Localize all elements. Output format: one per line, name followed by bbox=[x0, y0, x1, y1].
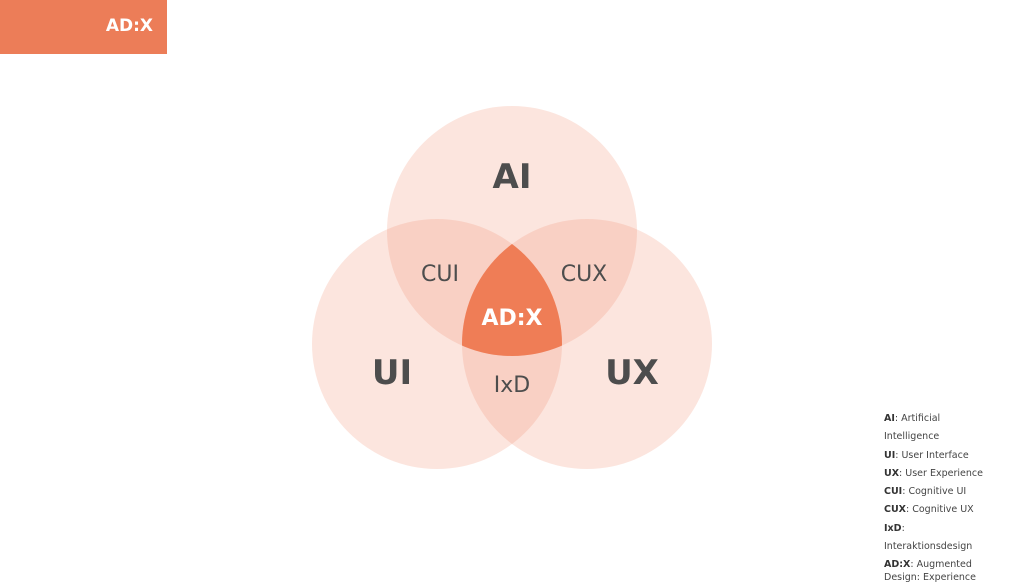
label-ui: UI bbox=[372, 353, 412, 393]
label-ixd: IxD bbox=[494, 373, 530, 398]
legend-item: UI: User Interface bbox=[884, 449, 969, 461]
legend-item: CUI: Cognitive UI bbox=[884, 486, 967, 498]
circle-ai bbox=[387, 106, 637, 356]
center-intersection bbox=[462, 219, 562, 356]
label-adx: AD:X bbox=[481, 306, 542, 331]
label-ux: UX bbox=[605, 353, 659, 393]
legend-item: UX: User Experience bbox=[884, 467, 983, 479]
legend-item: AI: Artificial Intelligence bbox=[884, 413, 941, 443]
legend-item: IxD: Interaktionsdesign bbox=[884, 522, 973, 553]
logo-box: AD:X bbox=[0, 0, 167, 54]
legend-item: AD:X: Augmented Design: Experience bbox=[884, 559, 976, 584]
logo-text: AD:X bbox=[105, 16, 153, 36]
label-cui: CUI bbox=[421, 262, 459, 287]
legend-item: CUX: Cognitive UX bbox=[884, 504, 974, 516]
label-cux: CUX bbox=[561, 262, 608, 287]
legend: AI: Artificial Intelligence UI: User Int… bbox=[884, 410, 994, 584]
label-ai: AI bbox=[493, 157, 532, 197]
